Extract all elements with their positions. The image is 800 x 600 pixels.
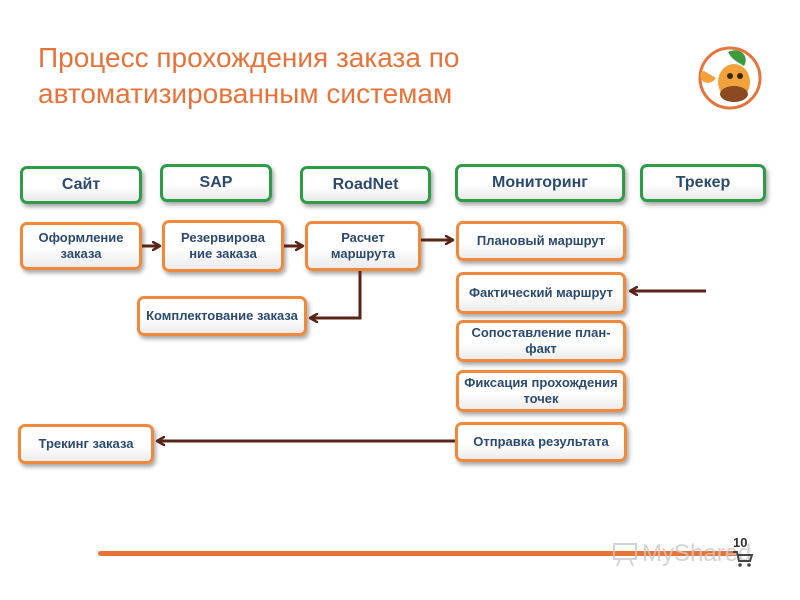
- box-route-calculation: Расчет маршрута: [305, 221, 421, 271]
- cart-icon: [733, 551, 754, 567]
- box-order-placement: Оформление заказа: [20, 222, 142, 270]
- watermark-text: MyShared: [642, 540, 752, 567]
- box-order-reservation: Резервирова ние заказа: [162, 220, 284, 272]
- slide-title: Процесс прохождения заказа по автоматизи…: [38, 42, 460, 109]
- box-plan-fact: Сопоставление план-факт: [456, 320, 626, 362]
- box-send-result: Отправка результата: [455, 422, 627, 462]
- box-order-tracking: Трекинг заказа: [18, 424, 154, 464]
- column-header-roadnet: RoadNet: [300, 166, 431, 204]
- column-header-tracker: Трекер: [640, 164, 766, 202]
- arrow-calculation-to-picking: [310, 271, 362, 318]
- presentation-icon: [613, 543, 637, 567]
- watermark: MyShared: [612, 540, 751, 568]
- column-header-sap: SAP: [160, 164, 272, 202]
- box-planned-route: Плановый маршрут: [456, 221, 626, 261]
- box-points-fixation: Фиксация прохождения точек: [456, 370, 626, 412]
- footer-divider: [98, 551, 738, 556]
- column-header-site: Сайт: [20, 166, 142, 204]
- column-header-monitoring: Мониторинг: [455, 164, 625, 202]
- box-actual-route: Фактический маршрут: [456, 272, 626, 314]
- company-logo-icon: [698, 46, 762, 110]
- page-number: 10: [733, 535, 748, 550]
- box-order-picking: Комплектование заказа: [137, 296, 307, 336]
